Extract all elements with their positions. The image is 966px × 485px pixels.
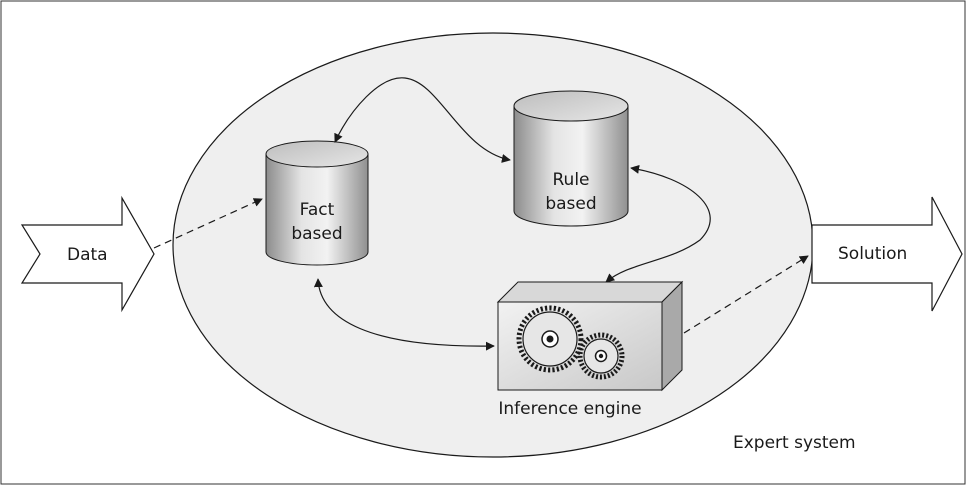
fact-db-label-line2: based xyxy=(291,224,343,244)
large-gear-icon xyxy=(516,305,584,373)
data-label: Data xyxy=(67,245,108,265)
solution-output-arrow xyxy=(811,196,963,312)
small-gear-icon xyxy=(577,332,625,380)
engine-to-solution-connector xyxy=(683,255,809,334)
rule-db-label-line2: based xyxy=(545,194,597,214)
fact-db-label-line1: Fact xyxy=(299,200,335,220)
rule-engine-connector xyxy=(605,164,711,283)
inference-engine-label: Inference engine xyxy=(498,399,642,419)
data-to-fact-connector xyxy=(153,198,263,249)
data-input-arrow xyxy=(20,195,155,313)
rule-database-cylinder xyxy=(513,90,629,227)
rule-db-label-line1: Rule xyxy=(552,170,590,190)
fact-rule-connector xyxy=(334,77,511,163)
solution-label: Solution xyxy=(838,244,908,264)
fact-engine-connector xyxy=(313,278,495,351)
expert-system-label: Expert system xyxy=(733,433,856,453)
